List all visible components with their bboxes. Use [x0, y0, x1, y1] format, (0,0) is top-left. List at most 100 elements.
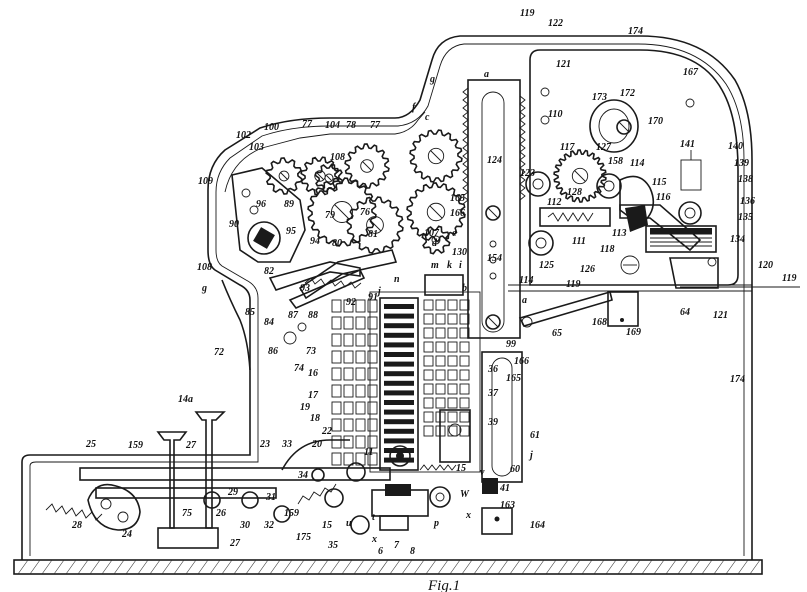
lbl-14a: 14a — [178, 394, 193, 405]
lbl-d: d — [432, 238, 438, 249]
lbl-a-mid: a — [522, 295, 527, 306]
lbl-x2: x — [371, 534, 377, 545]
right-compartment — [508, 49, 800, 292]
lbl-85: 85 — [245, 307, 255, 318]
lbl-87: 87 — [288, 310, 299, 321]
gear-117 — [553, 149, 607, 203]
lbl-109: 109 — [198, 176, 213, 187]
lbl-30: 30 — [239, 520, 250, 531]
vertical-rack — [462, 79, 526, 483]
lbl-34: 34 — [297, 470, 308, 481]
lbl-134: 134 — [730, 234, 745, 245]
lbl-72: 72 — [214, 347, 224, 358]
lbl-e: e — [452, 228, 457, 239]
lbl-17: 17 — [308, 390, 319, 401]
lbl-a-top: a — [484, 69, 489, 80]
gear-c — [409, 129, 463, 183]
lbl-8: 8 — [410, 546, 415, 557]
lbl-110: 110 — [548, 109, 562, 120]
lbl-w: W — [460, 489, 470, 500]
lbl-16: 16 — [308, 368, 318, 379]
lbl-31: 31 — [265, 492, 276, 503]
lbl-173: 173 — [592, 92, 607, 103]
lbl-65: 65 — [552, 328, 562, 339]
lbl-112: 112 — [547, 197, 561, 208]
lbl-154: 154 — [487, 253, 502, 264]
lbl-108: 108 — [197, 262, 212, 273]
lbl-121-top: 121 — [556, 59, 571, 70]
lbl-117: 117 — [560, 142, 575, 153]
lbl-j-low: j — [528, 450, 533, 461]
lbl-64: 64 — [680, 307, 690, 318]
lbl-11: 11 — [364, 447, 373, 458]
lbl-136: 136 — [740, 196, 755, 207]
lbl-84: 84 — [264, 317, 274, 328]
lbl-158: 158 — [608, 156, 623, 167]
lbl-103: 103 — [249, 142, 264, 153]
lbl-v: v — [480, 467, 485, 478]
lbl-94: 94 — [310, 236, 320, 247]
lbl-164: 164 — [530, 520, 545, 531]
lbl-167: 167 — [683, 67, 699, 78]
lbl-i: i — [459, 260, 462, 271]
lbl-174-top: 174 — [628, 26, 643, 37]
lbl-n: n — [394, 274, 400, 285]
drum-173 — [589, 99, 639, 153]
lbl-100: 100 — [264, 122, 279, 133]
lbl-130: 130 — [452, 247, 467, 258]
lbl-119-top: 119 — [520, 8, 534, 19]
lbl-126: 126 — [580, 264, 595, 275]
lbl-77b: 77 — [370, 120, 381, 131]
lbl-33: 33 — [281, 439, 292, 450]
lbl-19: 19 — [300, 402, 310, 413]
lbl-119-right: 119 — [782, 273, 796, 284]
lbl-f: f — [412, 102, 417, 113]
lbl-86: 86 — [268, 346, 278, 357]
lbl-t: t — [372, 512, 376, 523]
left-mechanism — [221, 167, 398, 371]
lbl-135: 135 — [738, 212, 753, 223]
lbl-175: 175 — [296, 532, 311, 543]
lbl-91: 91 — [368, 292, 378, 303]
lbl-127: 127 — [596, 142, 612, 153]
lbl-165b: 165 — [506, 373, 521, 384]
gear-107 — [421, 225, 451, 255]
lbl-88: 88 — [308, 310, 318, 321]
lbl-35: 35 — [327, 540, 338, 551]
lbl-61: 61 — [530, 430, 540, 441]
lbl-139: 139 — [734, 158, 749, 169]
lbl-169: 169 — [626, 327, 641, 338]
lbl-172: 172 — [620, 88, 635, 99]
lbl-15: 15 — [456, 463, 466, 474]
lbl-170: 170 — [648, 116, 663, 127]
lbl-27b: 27 — [229, 538, 241, 549]
lbl-166b: 166 — [514, 356, 529, 367]
lbl-74: 74 — [294, 363, 304, 374]
printing-head — [481, 149, 719, 535]
lbl-20: 20 — [311, 439, 322, 450]
lbl-j: j — [376, 286, 381, 297]
lbl-92: 92 — [346, 297, 356, 308]
lbl-95: 95 — [286, 226, 296, 237]
base-plate — [13, 559, 763, 575]
lbl-29: 29 — [227, 487, 238, 498]
lbl-76: 76 — [360, 207, 370, 218]
lbl-23: 23 — [259, 439, 270, 450]
lbl-96: 96 — [256, 199, 266, 210]
lower-linkage — [45, 411, 457, 549]
lbl-114: 114 — [630, 158, 644, 169]
lbl-108-top: 108 — [330, 152, 345, 163]
lbl-c: c — [425, 112, 430, 123]
lbl-77: 77 — [302, 119, 313, 130]
lbl-138: 138 — [738, 174, 753, 185]
lbl-26: 26 — [215, 508, 226, 519]
lbl-119: 119 — [566, 279, 580, 290]
lbl-78: 78 — [346, 120, 356, 131]
lbl-81: 81 — [368, 229, 378, 240]
lbl-102: 102 — [236, 130, 251, 141]
lbl-36: 36 — [487, 364, 498, 375]
lbl-159: 159 — [128, 440, 143, 451]
lbl-124: 124 — [487, 155, 502, 166]
